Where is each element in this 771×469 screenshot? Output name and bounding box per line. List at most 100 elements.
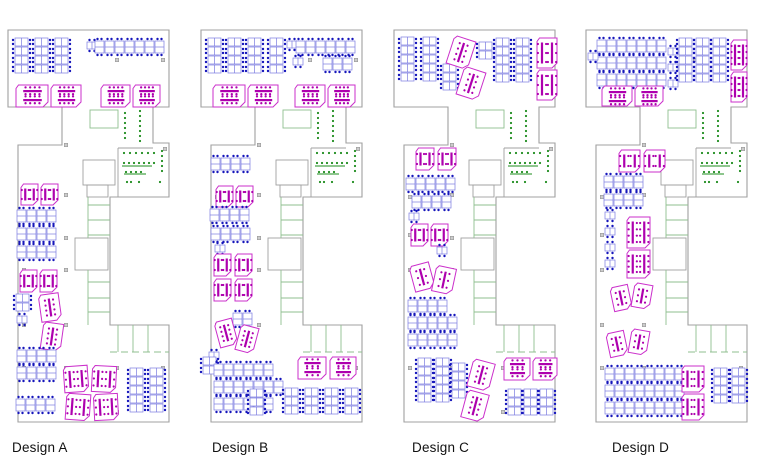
meeting-table-cluster xyxy=(627,328,651,356)
single-desk xyxy=(436,243,448,258)
structural-column xyxy=(549,147,553,151)
interior-room xyxy=(460,237,495,271)
single-desk xyxy=(604,256,616,271)
meeting-table-cluster xyxy=(466,358,496,391)
desk-row xyxy=(16,346,57,366)
meeting-table-cluster xyxy=(62,364,90,394)
cafe-area xyxy=(122,109,164,184)
desk-cluster xyxy=(11,37,32,74)
desk-row xyxy=(604,364,685,384)
single-desk xyxy=(16,312,28,327)
desk-cluster xyxy=(31,37,52,74)
desk-row xyxy=(603,172,644,192)
cafe-area xyxy=(315,109,357,184)
desk-cluster xyxy=(301,387,322,415)
meeting-table-cluster xyxy=(40,183,59,206)
desk-cluster xyxy=(397,36,418,82)
structural-column xyxy=(257,323,261,327)
floorplan-svg-c xyxy=(393,29,558,423)
structural-column xyxy=(115,58,119,62)
structural-column xyxy=(356,147,360,151)
desk-cluster xyxy=(244,37,265,74)
meeting-table-cluster xyxy=(234,278,253,302)
design-label-c: Design C xyxy=(412,440,470,455)
structural-column xyxy=(600,268,604,272)
meeting-table-cluster xyxy=(445,35,477,69)
interior-room xyxy=(652,237,687,271)
desk-cluster xyxy=(419,36,440,82)
single-desk xyxy=(667,76,679,91)
meeting-table-cluster xyxy=(415,147,435,171)
desk-row xyxy=(16,206,57,226)
meeting-table-cluster xyxy=(234,253,253,277)
structural-column xyxy=(600,233,604,237)
meeting-table-cluster xyxy=(634,85,664,107)
interior-room xyxy=(664,184,687,198)
design-label-d: Design D xyxy=(612,440,670,455)
structural-column xyxy=(642,143,646,147)
desk-cluster xyxy=(492,37,513,83)
desk-cluster xyxy=(675,37,696,83)
meeting-table-cluster xyxy=(601,85,633,107)
meeting-table-cluster xyxy=(19,269,38,293)
structural-column xyxy=(450,193,454,197)
desk-cluster xyxy=(692,37,713,83)
desk-cluster xyxy=(512,37,533,83)
meeting-table-cluster xyxy=(214,317,238,349)
furniture-layer xyxy=(11,37,167,422)
furniture-layer xyxy=(587,36,749,421)
building-structure xyxy=(585,29,748,423)
single-desk xyxy=(667,44,679,59)
meeting-table-cluster xyxy=(20,183,39,206)
meeting-table-cluster xyxy=(730,39,748,71)
desk-cluster xyxy=(321,387,342,415)
meeting-table-cluster xyxy=(50,84,82,108)
desk-row xyxy=(322,54,353,74)
meeting-table-cluster xyxy=(15,84,49,108)
desk-row xyxy=(15,395,56,415)
structural-column xyxy=(257,193,261,197)
meeting-table-cluster xyxy=(437,147,457,171)
meeting-table-cluster xyxy=(327,84,356,108)
meeting-table-cluster xyxy=(132,84,161,108)
meeting-table-cluster xyxy=(64,392,92,421)
desk-row xyxy=(16,224,57,244)
cafe-area xyxy=(508,109,550,184)
desk-cluster xyxy=(728,367,749,404)
meeting-table-cluster xyxy=(626,249,651,279)
desk-row xyxy=(94,37,165,57)
meeting-table-cluster xyxy=(460,389,490,422)
meeting-table-cluster xyxy=(234,324,260,354)
single-desk xyxy=(86,38,98,53)
structural-column xyxy=(257,143,261,147)
interior-room xyxy=(472,184,495,198)
meeting-table-cluster xyxy=(38,292,62,323)
desk-row xyxy=(295,37,356,57)
desk-cluster xyxy=(12,293,33,312)
interior-room xyxy=(282,109,312,129)
structural-column xyxy=(64,143,68,147)
building-outline xyxy=(585,29,748,423)
desk-row xyxy=(407,296,448,316)
structural-column xyxy=(600,195,604,199)
desk-row xyxy=(596,70,667,90)
desk-row xyxy=(232,309,253,329)
single-desk xyxy=(408,209,420,224)
structural-column xyxy=(354,58,358,62)
meeting-table-cluster xyxy=(630,282,654,310)
structural-column xyxy=(408,195,412,199)
structural-column xyxy=(600,366,604,370)
structural-column xyxy=(308,58,312,62)
interior-room xyxy=(267,237,302,271)
meeting-table-cluster xyxy=(235,185,254,208)
interior-room xyxy=(86,184,109,198)
structural-column xyxy=(600,323,604,327)
meeting-table-cluster xyxy=(215,185,234,208)
floorplan-svg-b xyxy=(199,29,363,423)
desk-row xyxy=(210,154,251,174)
structural-column xyxy=(450,236,454,240)
desk-cluster xyxy=(439,63,460,91)
desk-cluster xyxy=(341,387,362,415)
meeting-table-cluster xyxy=(681,393,705,421)
